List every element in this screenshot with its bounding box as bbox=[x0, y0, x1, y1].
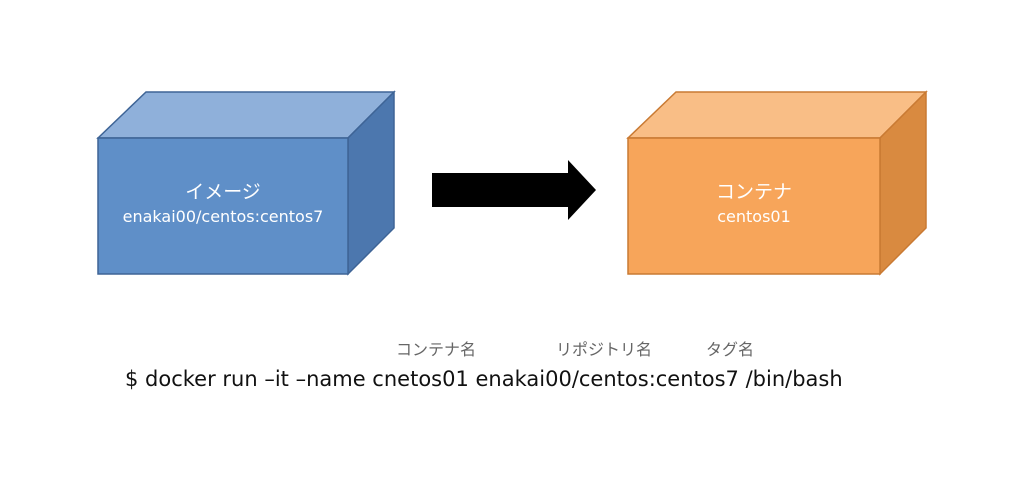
image-box-subtitle: enakai00/centos:centos7 bbox=[123, 207, 324, 226]
image-box: イメージ enakai00/centos:centos7 bbox=[96, 90, 396, 276]
annotation-tag-name: タグ名 bbox=[706, 340, 755, 359]
right-arrow-icon bbox=[432, 160, 596, 220]
image-box-front-face bbox=[97, 137, 349, 275]
container-box-top-face bbox=[626, 91, 928, 139]
container-box-title: コンテナ bbox=[716, 181, 792, 203]
container-box-subtitle: centos01 bbox=[717, 207, 791, 226]
docker-run-command: $ docker run –it –name cnetos01 enakai00… bbox=[125, 367, 843, 391]
container-box-front-face bbox=[627, 137, 881, 275]
image-box-title: イメージ bbox=[185, 181, 261, 203]
annotation-container-name: コンテナ名 bbox=[396, 340, 477, 359]
annotation-repository-name: リポジトリ名 bbox=[556, 340, 653, 359]
image-box-top-face bbox=[96, 91, 396, 139]
container-box: コンテナ centos01 bbox=[626, 90, 928, 276]
